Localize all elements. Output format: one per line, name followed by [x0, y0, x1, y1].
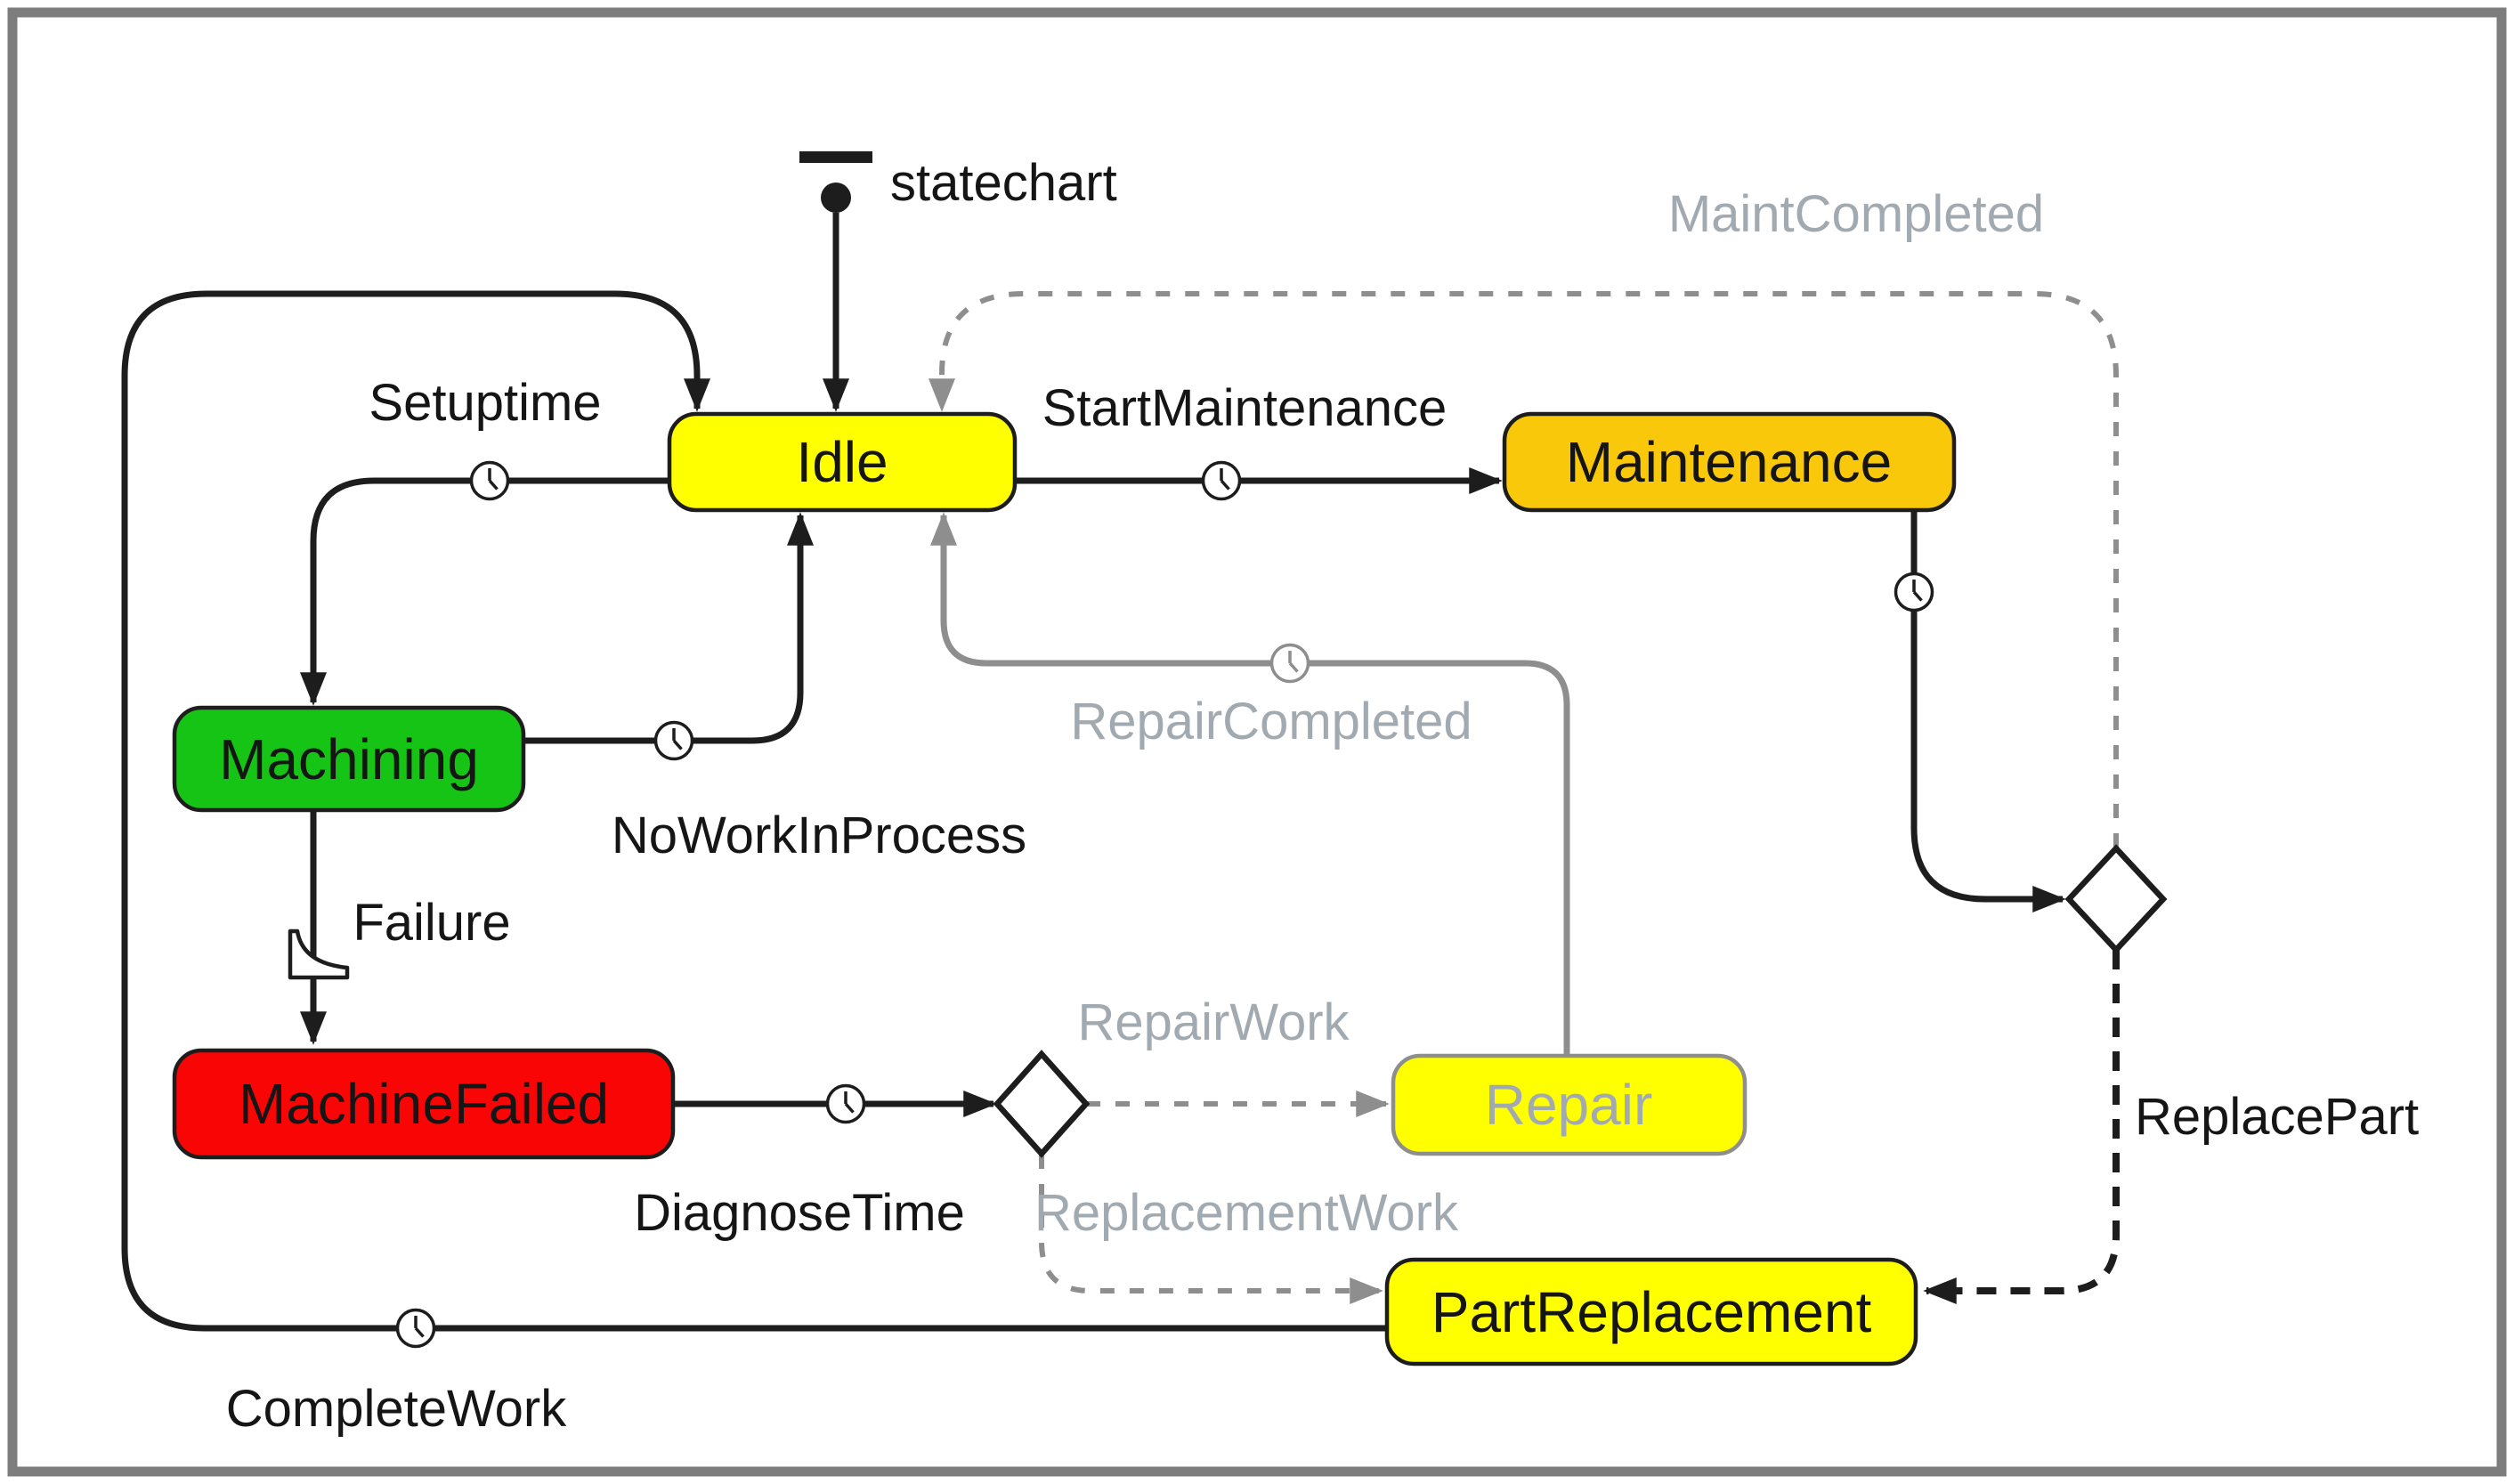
state-maintenance-label: Maintenance — [1566, 430, 1892, 494]
rate-icon — [288, 929, 350, 980]
transition-repair-work-label: RepairWork — [1077, 993, 1350, 1051]
state-repair[interactable]: Repair — [1391, 1053, 1748, 1156]
clock-icon — [469, 460, 510, 501]
initial-state-bar — [799, 151, 872, 163]
transition-setuptime-label: Setuptime — [369, 374, 601, 432]
state-machine-failed-label: MachineFailed — [239, 1072, 609, 1136]
transition-complete-work-label: CompleteWork — [226, 1380, 567, 1438]
transition-replacement-work-label: ReplacementWork — [1034, 1184, 1459, 1242]
state-part-replacement-label: PartReplacement — [1431, 1280, 1872, 1344]
clock-icon — [825, 1083, 866, 1124]
clock-icon — [395, 1308, 436, 1349]
clock-icon — [1269, 643, 1310, 684]
state-machining-label: Machining — [219, 727, 479, 791]
state-machine-failed[interactable]: MachineFailed — [172, 1048, 676, 1160]
state-repair-label: Repair — [1485, 1073, 1653, 1137]
branch-node-diagnose[interactable] — [993, 1050, 1091, 1158]
state-part-replacement[interactable]: PartReplacement — [1384, 1257, 1918, 1366]
transition-replace-part-label: ReplacePart — [2135, 1088, 2419, 1146]
transition-repair-completed[interactable] — [930, 512, 1570, 1056]
transition-replacement-work[interactable] — [1039, 1155, 1383, 1304]
transition-replace-part[interactable] — [1923, 950, 2120, 1304]
transition-start-maintenance-label: StartMaintenance — [1042, 379, 1448, 437]
initial-state-dot — [821, 182, 851, 213]
diagram-frame-border — [7, 7, 2507, 1477]
clock-icon — [653, 720, 694, 761]
transition-complete-work[interactable] — [121, 290, 1387, 1332]
clock-icon — [1894, 572, 1934, 612]
transition-no-work-in-process-label: NoWorkInProcess — [612, 807, 1026, 864]
statechart-entry-label: statechart — [890, 154, 1117, 212]
transition-diagnose-time-label: DiagnoseTime — [634, 1184, 965, 1242]
initial-state-marker[interactable] — [799, 151, 872, 412]
state-machining[interactable]: Machining — [172, 705, 526, 813]
transition-maint-completed[interactable] — [929, 291, 2119, 847]
state-maintenance[interactable]: Maintenance — [1502, 411, 1957, 513]
state-idle[interactable]: Idle — [667, 411, 1018, 513]
branch-node-maintenance[interactable] — [2064, 844, 2168, 954]
state-idle-label: Idle — [796, 430, 888, 494]
clock-icon — [1201, 460, 1242, 501]
transition-failure-label: Failure — [353, 894, 510, 952]
transition-no-work-in-process[interactable] — [523, 512, 814, 744]
transition-maintenance-to-branch[interactable] — [1910, 507, 2066, 912]
transition-maint-completed-label: MaintCompleted — [1668, 185, 2044, 243]
transition-repair-completed-label: RepairCompleted — [1070, 693, 1472, 750]
transition-setuptime[interactable] — [300, 477, 672, 706]
